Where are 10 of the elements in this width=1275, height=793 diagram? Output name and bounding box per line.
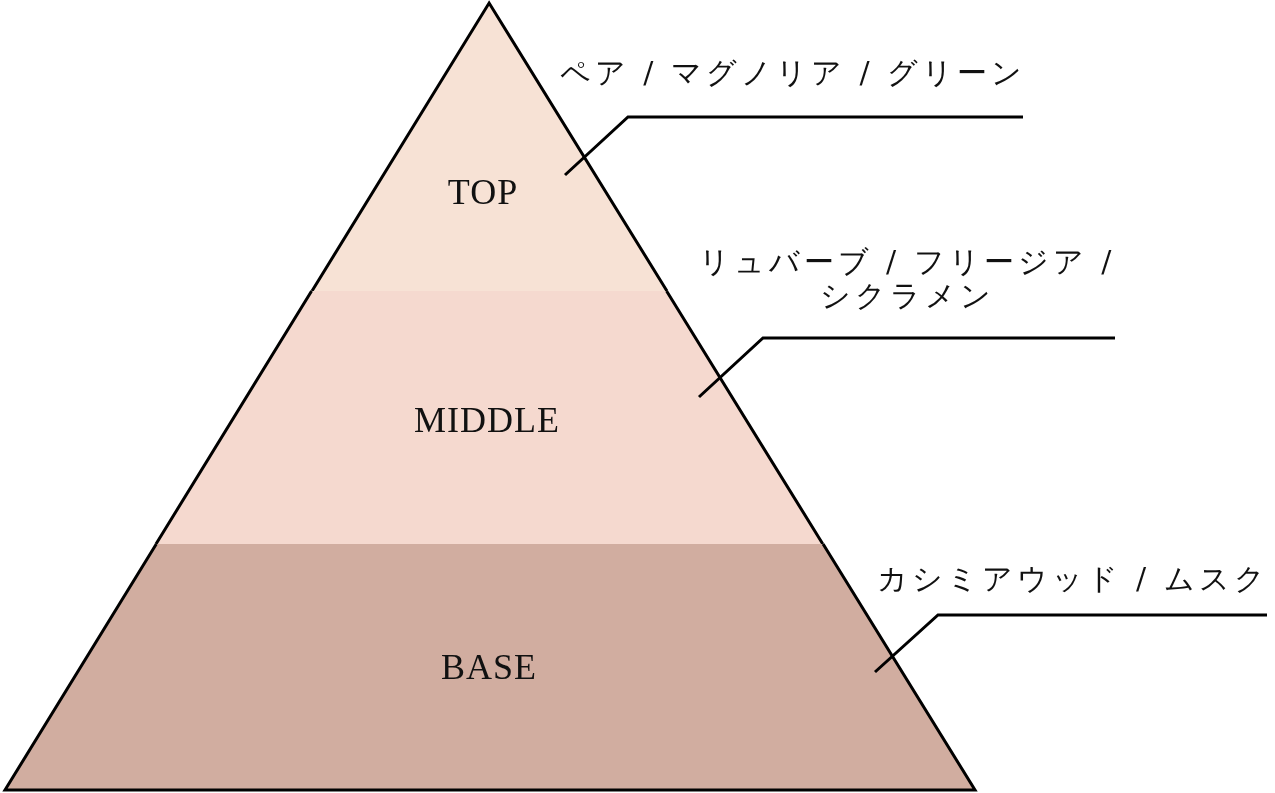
tier-label: BASE — [441, 649, 537, 685]
pyramid-tier — [1, 544, 979, 793]
leader-line — [564, 115, 1023, 177]
leader-line — [698, 336, 1115, 399]
note-text: ペア / マグノリア / グリーン — [559, 56, 1027, 90]
note-text: リュバーブ / フリージア / シクラメン — [691, 245, 1123, 313]
tier-label: TOP — [447, 174, 519, 210]
note-text: カシミアウッド / ムスク — [877, 562, 1269, 596]
tier-label: MIDDLE — [414, 402, 560, 438]
leader-line — [874, 613, 1267, 674]
